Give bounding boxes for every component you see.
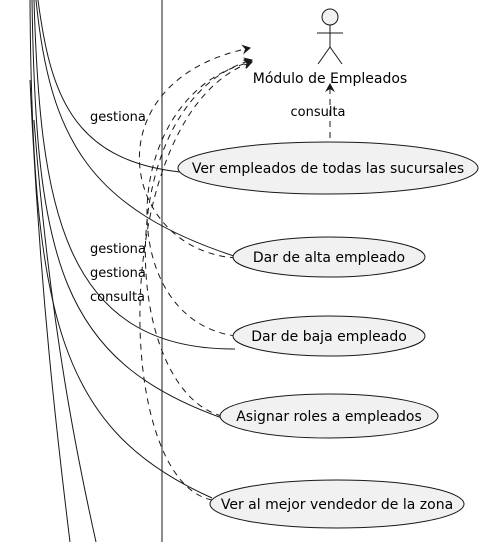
use-case-label: Ver al mejor vendedor de la zona [221, 497, 453, 513]
actor-name: Módulo de Empleados [253, 71, 407, 87]
dependency-lines [139, 44, 335, 501]
use-case-label: Dar de baja empleado [251, 329, 407, 345]
association-lines [29, 0, 241, 542]
dependency-line-baja [146, 58, 253, 337]
association-line-extra-1 [29, 79, 71, 542]
dependency-line-vendedor [139, 59, 253, 501]
use-case-label: Ver empleados de todas las sucursales [192, 161, 464, 177]
dependency-line-roles [145, 57, 253, 417]
dependency-line-alta [139, 44, 251, 259]
association-line-alta [35, 0, 241, 259]
use-case-dar-alta: Dar de alta empleado [232, 236, 426, 278]
use-case-mejor-vendedor: Ver al mejor vendedor de la zona [209, 479, 465, 529]
association-line-ver-empleados [37, 0, 181, 173]
use-case-label: Asignar roles a empleados [236, 409, 422, 425]
edge-label-gestiona-2: gestiona [90, 242, 146, 257]
association-line-extra-2 [33, 119, 97, 542]
association-line-vendedor [29, 0, 213, 499]
association-line-roles [31, 0, 223, 419]
use-case-ver-empleados: Ver empleados de todas las sucursales [177, 141, 479, 195]
edge-label-consulta-top: consulta [290, 105, 345, 120]
association-line-baja [33, 0, 236, 350]
edge-label-consulta-left: consulta [90, 290, 145, 305]
edge-label-gestiona-1: gestiona [90, 110, 146, 125]
actor-figure-icon [317, 8, 343, 65]
use-case-asignar-roles: Asignar roles a empleados [219, 393, 439, 439]
use-case-label: Dar de alta empleado [253, 250, 405, 266]
use-case-dar-baja: Dar de baja empleado [232, 315, 426, 357]
edge-label-gestiona-3: gestiona [90, 266, 146, 281]
